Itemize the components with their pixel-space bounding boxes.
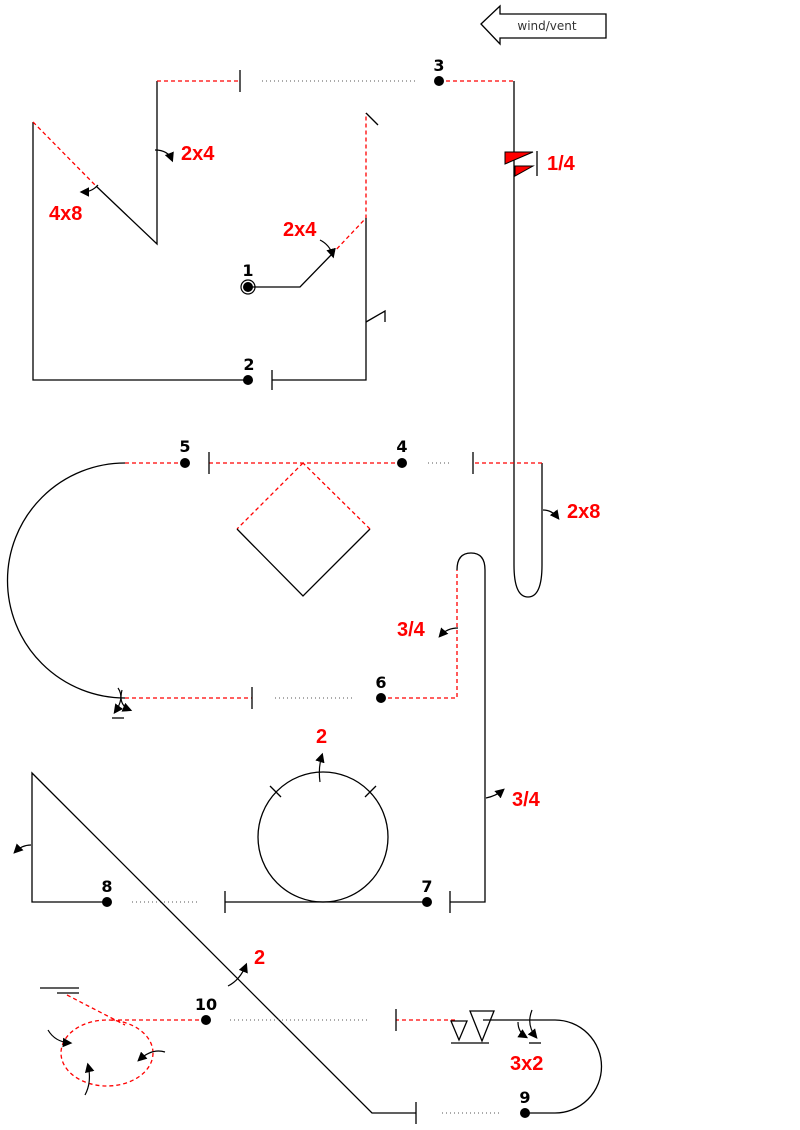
point-number: 6 (375, 673, 386, 692)
point-number: 1 (242, 261, 253, 280)
figure-5 (6, 462, 355, 719)
wind-direction-arrow: wind/vent (480, 4, 607, 46)
point-2 (243, 375, 253, 385)
point-number: 2 (243, 355, 254, 374)
figure-label: 2x4 (283, 219, 317, 241)
point-number: 10 (195, 995, 217, 1014)
point-7 (422, 897, 432, 907)
figure-label: 1/4 (547, 153, 576, 175)
point-4 (397, 458, 407, 468)
point-8 (102, 897, 112, 907)
point-1 (243, 282, 253, 292)
figure-10 (40, 987, 206, 1096)
point-9 (520, 1108, 530, 1118)
figure-8 (13, 771, 500, 1124)
figure-labels: 2x4 4x8 2x4 1/4 2x8 3/4 2 3/4 2 3x2 (49, 143, 600, 1075)
figure-1 (240, 112, 386, 390)
point-numbers: 1 2 3 4 5 6 7 8 9 10 (101, 56, 530, 1107)
figure-label: 4x8 (49, 203, 82, 225)
point-number: 8 (101, 877, 112, 896)
point-number: 9 (519, 1088, 530, 1107)
figure-6 (381, 552, 505, 913)
figure-label: 2 (254, 947, 265, 969)
point-5 (180, 458, 190, 468)
figure-4 (208, 452, 542, 597)
point-number: 7 (421, 877, 432, 896)
points (102, 76, 530, 1118)
figure-3 (439, 80, 560, 598)
point-number: 3 (433, 56, 444, 75)
figure-label: 2x8 (567, 501, 600, 523)
point-6 (376, 693, 386, 703)
figure-label: 3/4 (512, 789, 541, 811)
figure-7 (132, 752, 427, 913)
point-10 (201, 1015, 211, 1025)
snap-roll-icon (504, 151, 538, 177)
figure-label: 3x2 (510, 1053, 543, 1075)
figure-label: 2x4 (181, 143, 215, 165)
point-3 (434, 76, 444, 86)
wind-label: wind/vent (517, 19, 577, 33)
figure-label: 3/4 (397, 619, 426, 641)
point-number: 5 (179, 437, 190, 456)
point-number: 4 (396, 437, 407, 456)
figure-label: 2 (316, 726, 327, 748)
figure-2 (32, 70, 415, 381)
figure-9 (230, 1009, 603, 1114)
